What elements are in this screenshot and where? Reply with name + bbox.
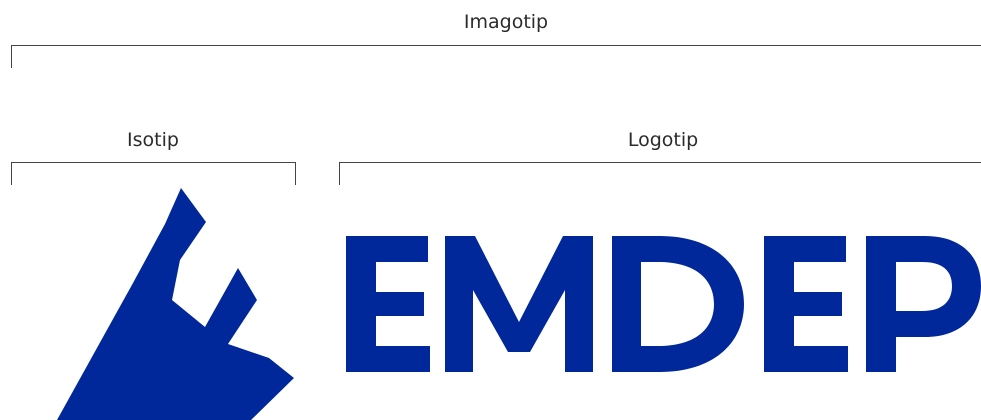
imagotip-bracket-left-tick [11,46,12,68]
isotip-bracket [11,162,296,185]
emdep-wordmark [346,236,981,372]
isotip-symbol-icon [57,188,294,420]
imagotip-bracket [11,45,981,68]
isotip-label: Isotip [127,129,179,151]
isotip-bracket-right-tick [295,163,296,185]
logotip-bracket-left-tick [339,163,340,185]
logotip-bracket [339,162,981,185]
logotip-label: Logotip [627,129,699,151]
imagotip-label: Imagotip [463,11,549,33]
isotip-bracket-left-tick [11,163,12,185]
